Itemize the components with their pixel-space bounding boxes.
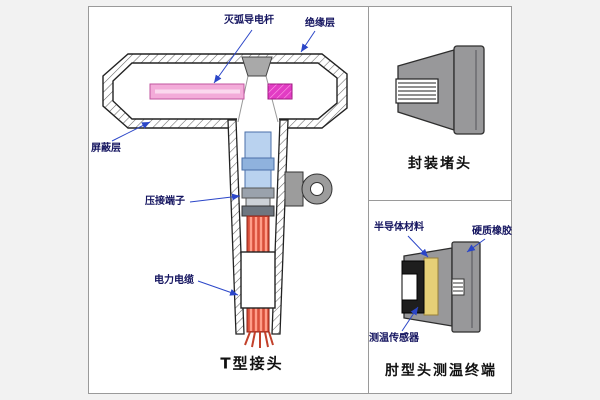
- label-shield: 屏蔽层: [91, 143, 121, 154]
- leader-crimp: [189, 193, 241, 203]
- elbow-drawing: [401, 241, 481, 333]
- label-arc-rod: 灭弧导电杆: [224, 15, 274, 26]
- leader-insulation: [300, 30, 316, 53]
- label-crimp: 压接端子: [145, 196, 185, 207]
- leader-rubber: [466, 238, 486, 253]
- stem-wall-left: [227, 119, 245, 335]
- crimp-terminal: [241, 131, 275, 217]
- caption-t-joint: T型接头: [220, 354, 284, 373]
- plug-drawing: [395, 45, 485, 135]
- t-joint-body: [102, 53, 348, 129]
- contact-piece: [267, 83, 293, 100]
- power-cable: [240, 215, 276, 348]
- caption-plug: 封装堵头: [408, 156, 472, 172]
- label-rubber: 硬质橡胶: [472, 226, 512, 237]
- leader-shield: [111, 121, 151, 142]
- threads: [398, 82, 436, 100]
- label-insulation: 绝缘层: [305, 18, 335, 29]
- cone-top: [241, 56, 273, 77]
- label-sensor: 测温传感器: [369, 333, 419, 344]
- leader-arc-rod: [213, 29, 253, 84]
- semiconductor-layer: [423, 257, 439, 316]
- caption-elbow: 肘型头测温终端: [385, 363, 497, 379]
- label-semiconductor: 半导体材料: [374, 222, 424, 233]
- cable-sheath: [240, 251, 276, 309]
- leader-lines: [111, 29, 486, 332]
- leader-cable: [197, 280, 239, 296]
- label-cable: 电力电缆: [154, 275, 194, 286]
- eyelet: [284, 171, 333, 207]
- leader-semiconductor: [407, 235, 429, 258]
- leader-sensor: [401, 306, 419, 332]
- t-joint-drawing: [102, 53, 348, 348]
- cable-strands: [244, 331, 274, 348]
- elbow-threads: [453, 282, 463, 292]
